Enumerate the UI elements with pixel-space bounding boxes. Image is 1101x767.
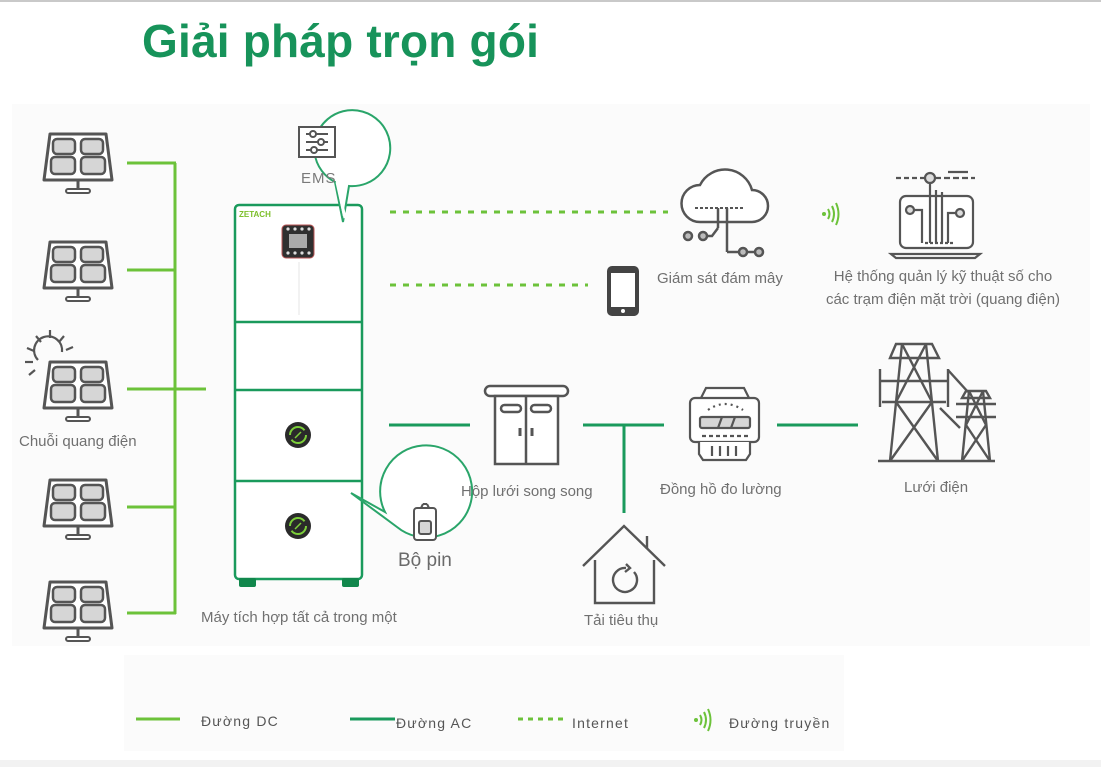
battery-label: Bộ pin xyxy=(398,550,452,571)
legend-background xyxy=(124,655,844,751)
cloud-network-icon xyxy=(680,168,770,258)
battery-module-button-icon xyxy=(285,513,311,539)
all-in-one-label: Máy tích hợp tất cả trong một xyxy=(201,609,397,626)
legend-internet-label: Internet xyxy=(572,715,630,731)
house-icon xyxy=(582,524,666,605)
top-divider xyxy=(0,0,1101,2)
solar-panel-icon xyxy=(42,580,114,643)
dc-lines xyxy=(127,161,206,615)
sun-icon xyxy=(25,330,74,376)
ac-lines xyxy=(389,423,858,513)
solar-panel-icon xyxy=(42,360,114,423)
meter-label: Đồng hồ đo lường xyxy=(660,481,782,498)
legend-ac-label: Đường AC xyxy=(396,715,473,731)
battery-module-button-icon xyxy=(285,422,311,448)
brand-logo: ZETACH xyxy=(239,210,271,219)
load-label: Tải tiêu thụ xyxy=(584,612,659,629)
machine-foot xyxy=(239,578,256,587)
solar-panel-icon xyxy=(42,240,114,303)
power-tower-icon xyxy=(878,342,996,463)
legend-marks xyxy=(136,708,712,732)
grid-box-label: Hộp lưới song song xyxy=(461,483,593,500)
wireless-signal-icon xyxy=(821,202,840,226)
sliders-icon xyxy=(298,126,336,158)
page-title: Giải pháp trọn gói xyxy=(142,15,540,67)
ems-label: EMS xyxy=(301,170,337,187)
pv-string-label: Chuỗi quang điện xyxy=(19,433,137,450)
digital-mgmt-label-line2: các trạm điện mặt trời (quang điện) xyxy=(825,291,1061,308)
grid-label: Lưới điện xyxy=(904,479,969,496)
ems-bubble xyxy=(298,109,392,223)
digital-mgmt-label-line1: Hệ thống quản lý kỹ thuật số cho xyxy=(833,268,1053,285)
machine-foot xyxy=(342,578,359,587)
legend-dc-label: Đường DC xyxy=(201,713,279,729)
battery-icon xyxy=(413,503,437,541)
battery-bubble xyxy=(350,444,474,541)
legend-wireless-icon xyxy=(693,708,712,732)
smartphone-icon xyxy=(607,266,639,316)
inverter-display xyxy=(281,224,315,259)
bottom-strip xyxy=(0,760,1101,767)
cloud-label: Giám sát đám mây xyxy=(657,270,783,287)
legend-wireless-label: Đường truyền xyxy=(729,715,831,731)
laptop-circuit-icon xyxy=(887,170,984,260)
energy-meter-icon xyxy=(688,386,761,462)
solar-panel-icon xyxy=(42,478,114,541)
cabinet-icon xyxy=(483,384,570,466)
solar-panel-icon xyxy=(42,132,114,195)
all-in-one-machine xyxy=(233,203,364,581)
